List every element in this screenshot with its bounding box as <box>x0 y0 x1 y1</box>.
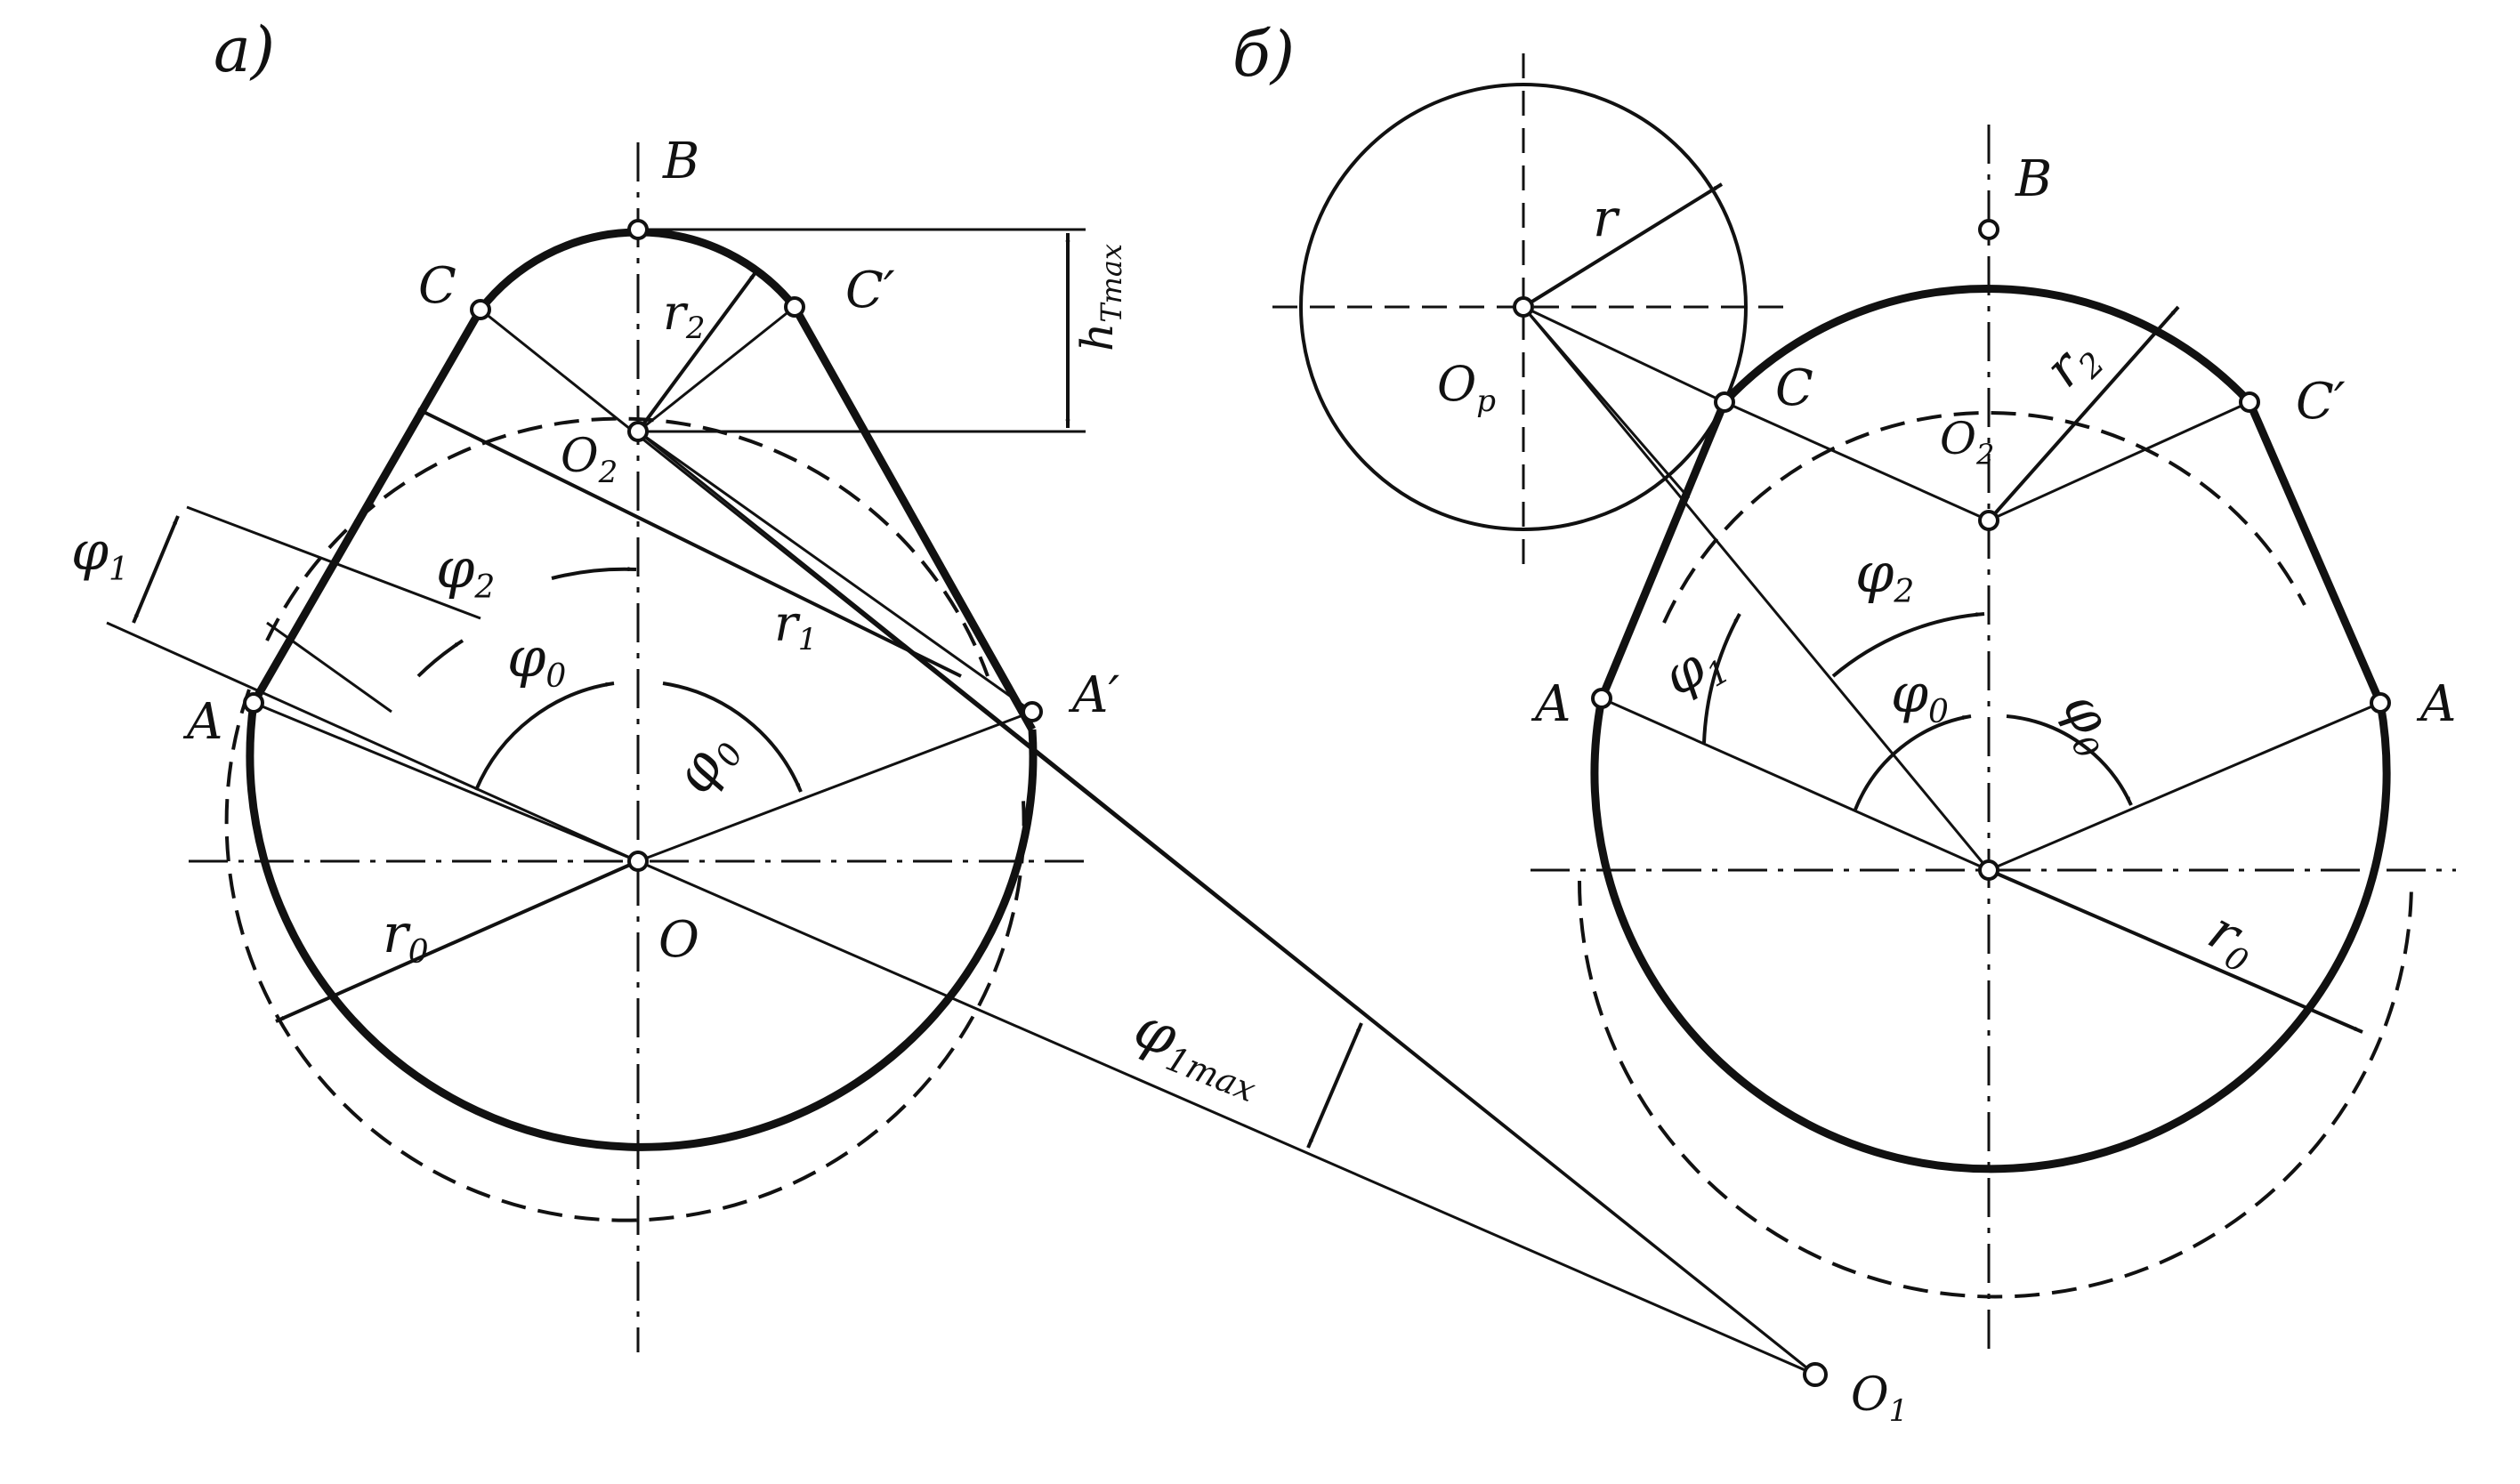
label-phi2-a: φ2 <box>436 536 495 606</box>
label-o2-a: O2 <box>561 430 618 490</box>
panel-a-tag: а) <box>214 13 275 86</box>
cam-nose-arc-b <box>1721 284 2253 406</box>
label-c-b: C <box>1775 359 1813 417</box>
label-a-right-b: A <box>2416 675 2456 733</box>
label-b-a: B <box>662 133 699 190</box>
label-cprime-b: C′ <box>2296 373 2346 431</box>
label-phi1max: φ1max <box>1124 995 1273 1109</box>
line-aprime-o <box>637 710 1033 863</box>
dashed-arc-b <box>1662 411 2306 624</box>
label-htmax: hTmax <box>1071 244 1128 351</box>
point-c-b <box>1714 391 1735 413</box>
panel-a: а) B C C′ A A′ O O2 O1 r2 r1 r0 φ1 φ2 φ0… <box>71 13 1908 1429</box>
label-o-a: O <box>658 911 699 969</box>
line-op-c <box>1522 305 1725 404</box>
ext-line-phi1 <box>106 621 639 863</box>
point-o2-b <box>1978 510 1999 531</box>
dashed-base-circle-a <box>265 416 989 677</box>
label-aprime-a: A′ <box>1068 666 1119 724</box>
phi2-arc-b <box>1831 612 1985 678</box>
point-b-b <box>1978 219 1999 240</box>
r2-arrow-a <box>636 270 758 433</box>
label-r2-a: r2 <box>663 285 705 346</box>
label-r0-b: r0 <box>2196 899 2268 980</box>
line-aprime-o-b <box>1988 701 2381 872</box>
line-c-o2 <box>1724 400 1990 522</box>
dashed-base-circle-b <box>1578 880 2413 1299</box>
label-phi2-b: φ2 <box>1855 540 1914 610</box>
r0-arrow-a <box>275 859 639 1023</box>
label-phi1-b: φ1 <box>1652 625 1736 713</box>
phi2-arc-a <box>551 567 637 580</box>
cam-flank-left-b <box>1597 400 1729 700</box>
phi1-arc-b <box>1702 613 1741 744</box>
phi1max-dimension <box>1306 1022 1363 1149</box>
line-op-o <box>1522 306 1991 871</box>
line-o-o1 <box>637 859 1816 1376</box>
line-r1-ext <box>266 621 392 714</box>
point-o1 <box>1803 1362 1828 1387</box>
r1-arrow <box>417 407 962 678</box>
line-a-o-b <box>1601 697 1990 872</box>
point-a-right-b <box>2370 692 2391 714</box>
label-r2-b: r2 <box>2033 324 2112 403</box>
panel-b: б) B C C′ A A Op O2 r r2 r0 φ1 φ2 φ0 φ0 <box>1232 18 2456 1352</box>
point-op <box>1513 296 1534 318</box>
line-o2-cprime <box>637 305 796 433</box>
ext-line-phi1b <box>186 505 481 620</box>
phi1-arc-a <box>416 639 464 678</box>
label-a-a: A <box>182 693 222 751</box>
label-phi0-a-left: φ0 <box>507 625 566 695</box>
point-cprime-a <box>784 296 805 318</box>
line-op-ext <box>1522 306 1691 499</box>
cam-flank-left-a <box>250 307 484 706</box>
point-aprime-a <box>1022 701 1043 722</box>
point-o2-a <box>627 421 649 442</box>
panel-b-tag: б) <box>1232 18 1295 91</box>
label-b-b: B <box>2015 150 2052 208</box>
cam-flank-right-a <box>791 304 1036 732</box>
r0-arrow-b <box>1988 868 2363 1034</box>
line-o2-aprime <box>637 430 1033 714</box>
r-arrow-roller <box>1522 182 1724 309</box>
label-a-left-b: A <box>1531 675 1571 733</box>
label-phi0-b-right: φ0 <box>2045 682 2132 765</box>
label-phi0-b-left: φ0 <box>1891 663 1949 730</box>
point-c-a <box>470 299 491 320</box>
cam-flank-right-b <box>2245 400 2385 705</box>
label-op: Op <box>1437 356 1496 419</box>
label-o2-b: O2 <box>1940 413 1994 472</box>
label-cprime-a: C′ <box>845 262 895 319</box>
point-a-a <box>243 692 264 714</box>
label-c-a: C <box>418 257 456 315</box>
r2-arrow-b <box>1987 305 2180 522</box>
label-r1: r1 <box>774 595 817 657</box>
label-r-roller: r <box>1593 188 1620 248</box>
dashed-offset-profile-a <box>224 689 1026 1222</box>
label-phi0-a-right: φ0 <box>660 721 751 807</box>
phi1-dimension-a <box>132 515 180 624</box>
point-a-left-b <box>1591 688 1612 709</box>
point-cprime-b <box>2239 391 2260 413</box>
label-phi1-a: φ1 <box>71 520 129 588</box>
phi0-arc-a-left <box>474 682 615 791</box>
line-o2-o1 <box>637 430 1816 1376</box>
point-o-a <box>627 851 649 872</box>
line-a-o <box>253 701 639 863</box>
point-o-b <box>1978 859 1999 881</box>
cam-base-arc-a <box>246 702 1038 1151</box>
phi0-arc-b-left <box>1854 714 1972 811</box>
label-r0-a: r0 <box>383 903 429 971</box>
phi0-arc-b-right <box>2006 714 2133 806</box>
cam-base-arc-b <box>1590 698 2391 1173</box>
phi0-arc-a-right <box>662 682 803 793</box>
line-o2-cprime <box>1988 400 2250 522</box>
point-b-a <box>627 219 649 240</box>
label-o1: O1 <box>1851 1368 1908 1429</box>
